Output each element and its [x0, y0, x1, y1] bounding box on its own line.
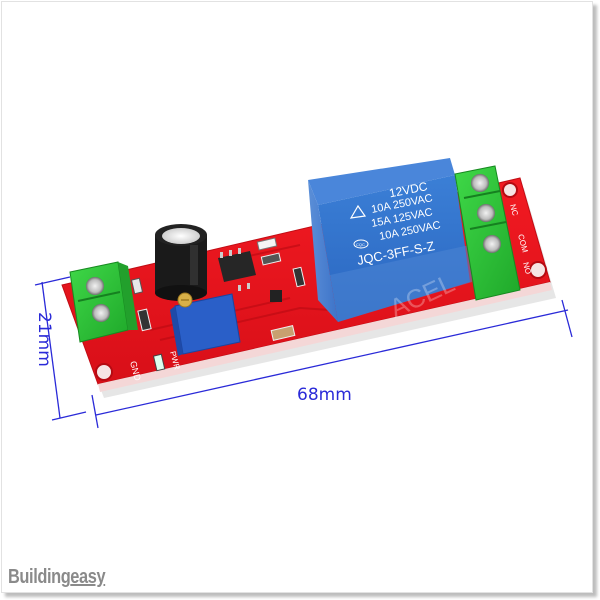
transistor — [270, 290, 282, 302]
relay: 12VDC 10A 250VAC 15A 125VAC 10A 250VAC J… — [308, 158, 472, 323]
brand-prefix: Building — [8, 566, 71, 588]
screw-icon — [92, 304, 110, 322]
svg-text:CQC: CQC — [356, 242, 365, 247]
smd-resistor — [130, 277, 144, 295]
warning-triangle-icon — [349, 204, 367, 219]
mounting-hole — [95, 363, 113, 381]
dimension-lines — [34, 276, 573, 429]
terminal-block-output — [454, 165, 521, 301]
electrolytic-capacitor — [155, 224, 207, 301]
smd-capacitor — [270, 325, 296, 341]
width-dimension-label: 68mm — [297, 385, 352, 405]
brand-suffix: easy — [70, 566, 106, 588]
smd-diode — [292, 266, 306, 288]
screw-icon — [471, 174, 489, 192]
screw-icon — [477, 204, 495, 222]
screw-icon — [86, 277, 104, 295]
smd-resistor — [256, 237, 278, 251]
mounting-hole — [502, 182, 518, 198]
smd-resistor — [260, 252, 282, 266]
brand-watermark: Buildingeasy — [8, 566, 106, 589]
screw-icon — [483, 235, 501, 253]
terminal-block-input — [69, 261, 138, 343]
cqc-mark-icon — [353, 239, 369, 249]
mounting-hole — [529, 261, 547, 279]
label-no: NO — [521, 261, 533, 275]
pwr-led — [152, 353, 166, 372]
smd-diode — [137, 308, 152, 332]
height-dimension-label: 21mm — [34, 312, 54, 367]
ic-chip-ne555 — [218, 248, 256, 291]
trimmer-potentiometer — [170, 292, 241, 356]
label-nc: NC — [508, 203, 520, 217]
